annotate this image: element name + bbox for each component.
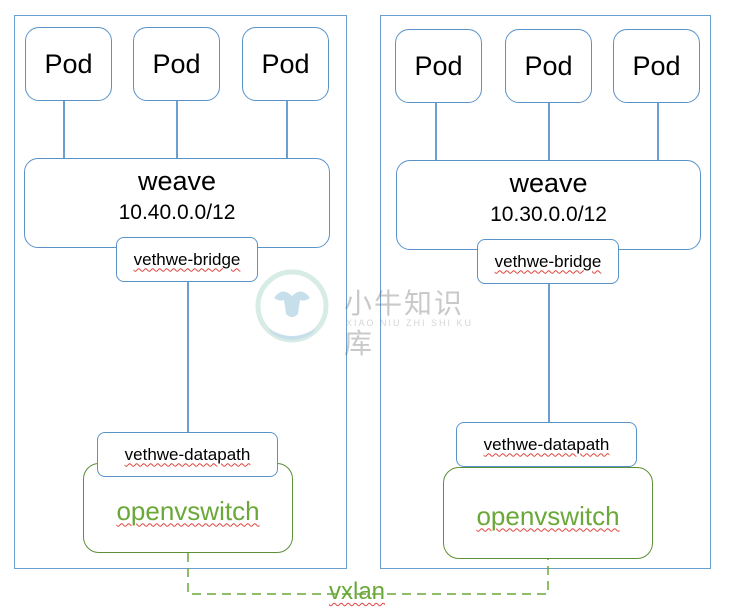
vethwe-bridge-box: vethwe-bridge — [477, 239, 619, 284]
openvswitch-label: openvswitch — [476, 500, 620, 531]
pod-to-weave-link — [286, 101, 288, 158]
vethwe-datapath-label: vethwe-datapath — [483, 434, 610, 454]
watermark-en: XIAO NIU ZHI SHI KU — [346, 318, 474, 328]
pod-box: Pod — [242, 27, 329, 101]
openvswitch-box: openvswitch — [443, 467, 653, 559]
vethwe-datapath-box: vethwe-datapath — [456, 422, 637, 467]
weave-cidr: 10.40.0.0/12 — [118, 201, 236, 224]
bridge-to-datapath-link — [548, 284, 550, 422]
weave-cidr: 10.30.0.0/12 — [490, 203, 607, 226]
bridge-to-datapath-link — [187, 282, 189, 432]
vethwe-datapath-label: vethwe-datapath — [124, 444, 251, 464]
vethwe-datapath-box: vethwe-datapath — [97, 432, 278, 477]
pod-to-weave-link — [548, 103, 550, 160]
pod-to-weave-link — [63, 101, 65, 158]
vethwe-bridge-label: vethwe-bridge — [133, 249, 241, 269]
vxlan-label-text: vxlan — [328, 578, 386, 605]
pod-box: Pod — [505, 29, 592, 103]
watermark-cn: 小牛知识库 — [344, 287, 465, 360]
pod-to-weave-link — [435, 103, 437, 160]
watermark-logo-icon — [255, 269, 329, 343]
weave-name: weave — [137, 166, 217, 196]
weave-name: weave — [509, 168, 588, 198]
pod-box: Pod — [25, 27, 112, 101]
openvswitch-box: openvswitch — [83, 463, 293, 553]
pod-to-weave-link — [176, 101, 178, 158]
pod-box: Pod — [395, 29, 482, 103]
openvswitch-label: openvswitch — [116, 495, 260, 526]
weave-router-box: weave 10.30.0.0/12 — [396, 160, 701, 250]
watermark: 小牛知识库 XIAO NIU ZHI SHI KU — [252, 268, 492, 360]
pod-to-weave-link — [657, 103, 659, 160]
weave-router-box: weave 10.40.0.0/12 — [24, 158, 330, 248]
pod-box: Pod — [133, 27, 220, 101]
pod-box: Pod — [613, 29, 700, 103]
vxlan-label: vxlan — [322, 578, 392, 608]
vethwe-bridge-box: vethwe-bridge — [116, 237, 258, 282]
vethwe-bridge-label: vethwe-bridge — [494, 251, 602, 271]
